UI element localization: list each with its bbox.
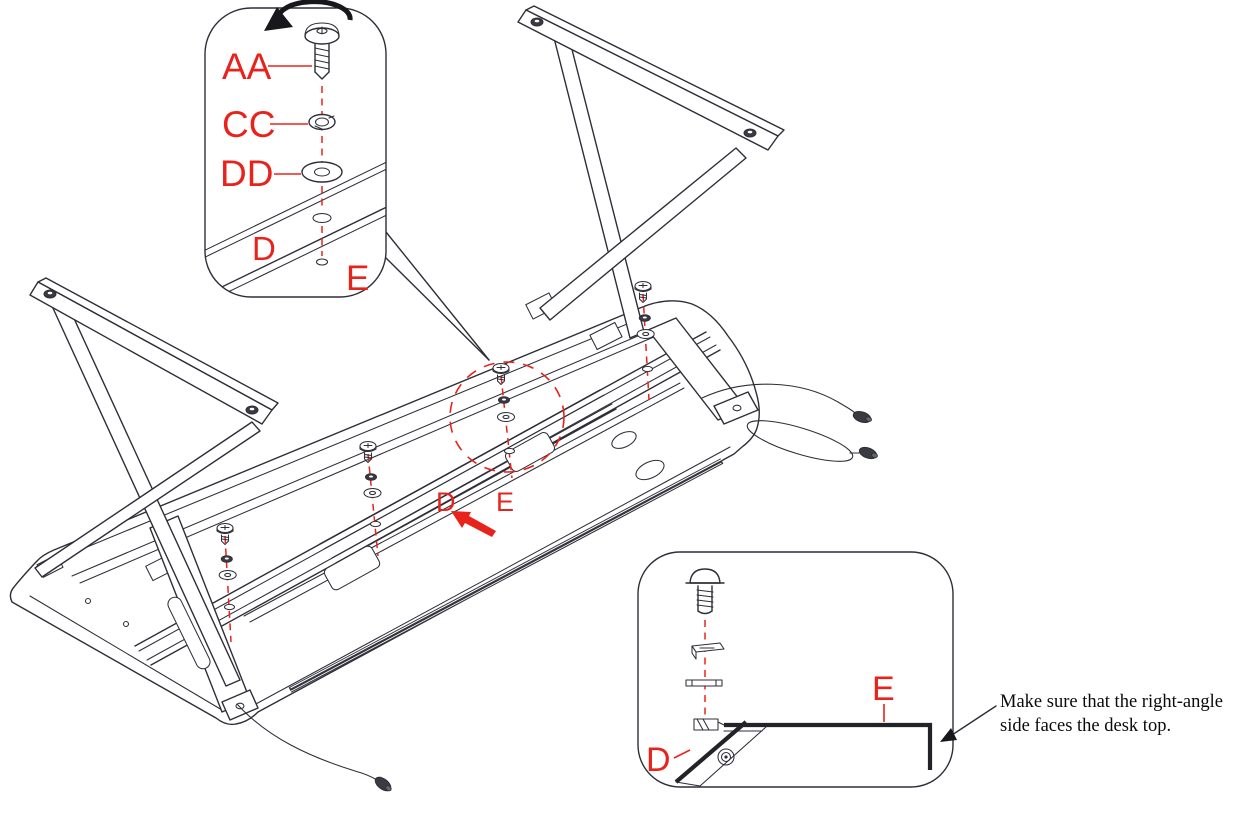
cable-connector-3 bbox=[374, 776, 392, 792]
callout-label-cc: CC bbox=[222, 104, 275, 145]
screw-set-3 bbox=[359, 440, 382, 557]
rail-cutout-2 bbox=[323, 545, 381, 591]
detail-bracket-d-profile bbox=[674, 720, 767, 787]
note: Make sure that the right-angle side face… bbox=[940, 692, 1223, 742]
counterclockwise-rotation-arrow-icon bbox=[264, 0, 353, 31]
rail-hole-large bbox=[312, 212, 332, 224]
rail-cross-section bbox=[205, 157, 386, 297]
cable-bottom bbox=[236, 703, 378, 781]
rail-hole bbox=[641, 365, 654, 373]
rail-hole bbox=[223, 603, 236, 611]
lock-washer-hl bbox=[224, 557, 229, 560]
callout-label-d: D bbox=[252, 230, 276, 267]
screw-set-2 bbox=[492, 362, 516, 479]
detail-clip-nut bbox=[691, 642, 725, 660]
note-arrow-line bbox=[951, 705, 997, 736]
flat-washer bbox=[496, 411, 516, 423]
center-strip-line1 bbox=[243, 382, 681, 617]
detail-label-e: E bbox=[872, 670, 895, 708]
callout-label-aa: AA bbox=[222, 46, 272, 87]
rail-hole-small bbox=[315, 258, 329, 266]
detail-rail-e-profile bbox=[693, 718, 933, 770]
red-direction-arrow bbox=[451, 511, 496, 537]
left-post-slot bbox=[167, 596, 211, 670]
lock-washer-hl bbox=[642, 316, 647, 319]
main-label-e: E bbox=[496, 487, 514, 517]
lock-washer-hl bbox=[369, 475, 373, 478]
right-base-hole bbox=[732, 404, 742, 412]
screw-aa bbox=[304, 22, 340, 80]
tabletop-front-inner-edge bbox=[253, 446, 731, 706]
flat-washer-hole bbox=[368, 490, 377, 496]
rail-hole bbox=[503, 447, 516, 455]
lock-washer-cc bbox=[308, 113, 336, 131]
flat-washer-hole bbox=[502, 414, 510, 420]
center-strip-line2 bbox=[249, 387, 685, 623]
cable-connector-1 bbox=[852, 410, 872, 424]
desk-pilot-hole-1 bbox=[84, 597, 92, 605]
bracket-grommet-inner bbox=[720, 751, 732, 763]
rail-hole bbox=[369, 520, 382, 528]
right-post-base-plate bbox=[713, 391, 759, 425]
flat-washer-hole bbox=[642, 331, 650, 337]
left-foot-bar bbox=[29, 281, 273, 425]
flat-washer bbox=[636, 328, 655, 340]
callout-bottom-right: E D bbox=[637, 551, 954, 788]
callout-leader-lines bbox=[385, 231, 490, 361]
flat-washer-hole bbox=[224, 572, 232, 578]
detail-washer-side bbox=[685, 679, 723, 687]
cable-right-loop bbox=[746, 420, 854, 462]
flat-washer-dd bbox=[301, 161, 343, 183]
highlight-dashed-circle bbox=[449, 361, 565, 473]
right-foot-bar bbox=[517, 9, 779, 151]
edge-trim-highlight bbox=[290, 458, 723, 689]
rail-cutout-1 bbox=[504, 432, 556, 472]
desk-oval-hole-2 bbox=[635, 459, 665, 481]
left-foot-glide-2-hl bbox=[249, 407, 255, 411]
bracket-grommet-outer bbox=[717, 748, 735, 766]
left-post-base-plate bbox=[221, 689, 259, 721]
callout-top-left: AA CC DD D E bbox=[204, 0, 387, 298]
edge-trim-strip bbox=[288, 458, 724, 693]
right-foot-glide-2-hl bbox=[747, 130, 753, 134]
note-line1: Make sure that the right-angle bbox=[1000, 692, 1223, 712]
detail-screw bbox=[685, 568, 725, 615]
right-bracket-2 bbox=[589, 321, 623, 351]
desk-pilot-hole-2 bbox=[122, 620, 130, 628]
callout-label-e: E bbox=[346, 259, 369, 298]
cables bbox=[236, 383, 878, 792]
left-foot-glide-1-hl bbox=[47, 291, 53, 295]
left-base-hole bbox=[235, 702, 245, 710]
note-arrowhead bbox=[940, 728, 957, 742]
detail-label-d: D bbox=[646, 741, 671, 779]
leader-d bbox=[673, 749, 691, 759]
desk-oval-hole-1 bbox=[611, 431, 637, 449]
right-foot-glide-1-hl bbox=[534, 19, 540, 23]
flat-washer bbox=[363, 487, 382, 499]
right-leg-rear bbox=[539, 147, 747, 321]
cable-right-1 bbox=[701, 383, 856, 414]
flat-washer bbox=[218, 569, 237, 581]
tabletop-left-thickness-edge bbox=[29, 595, 223, 711]
edge-trim-highlight2 bbox=[289, 462, 722, 693]
callout-label-dd: DD bbox=[220, 153, 273, 194]
callout-bubble bbox=[204, 7, 387, 298]
bracket-grommet-dot bbox=[724, 755, 728, 759]
screw-set-1 bbox=[634, 280, 655, 401]
right-leg-assembly bbox=[517, 5, 785, 425]
lock-washer-hl bbox=[502, 398, 506, 401]
screw-set-4 bbox=[216, 522, 237, 643]
left-leg-rear bbox=[34, 421, 261, 578]
cable-connector-2 bbox=[858, 446, 878, 460]
main-label-d: D bbox=[436, 487, 456, 517]
note-line2: side faces the desk top. bbox=[1000, 716, 1171, 736]
left-leg-assembly bbox=[29, 277, 279, 721]
